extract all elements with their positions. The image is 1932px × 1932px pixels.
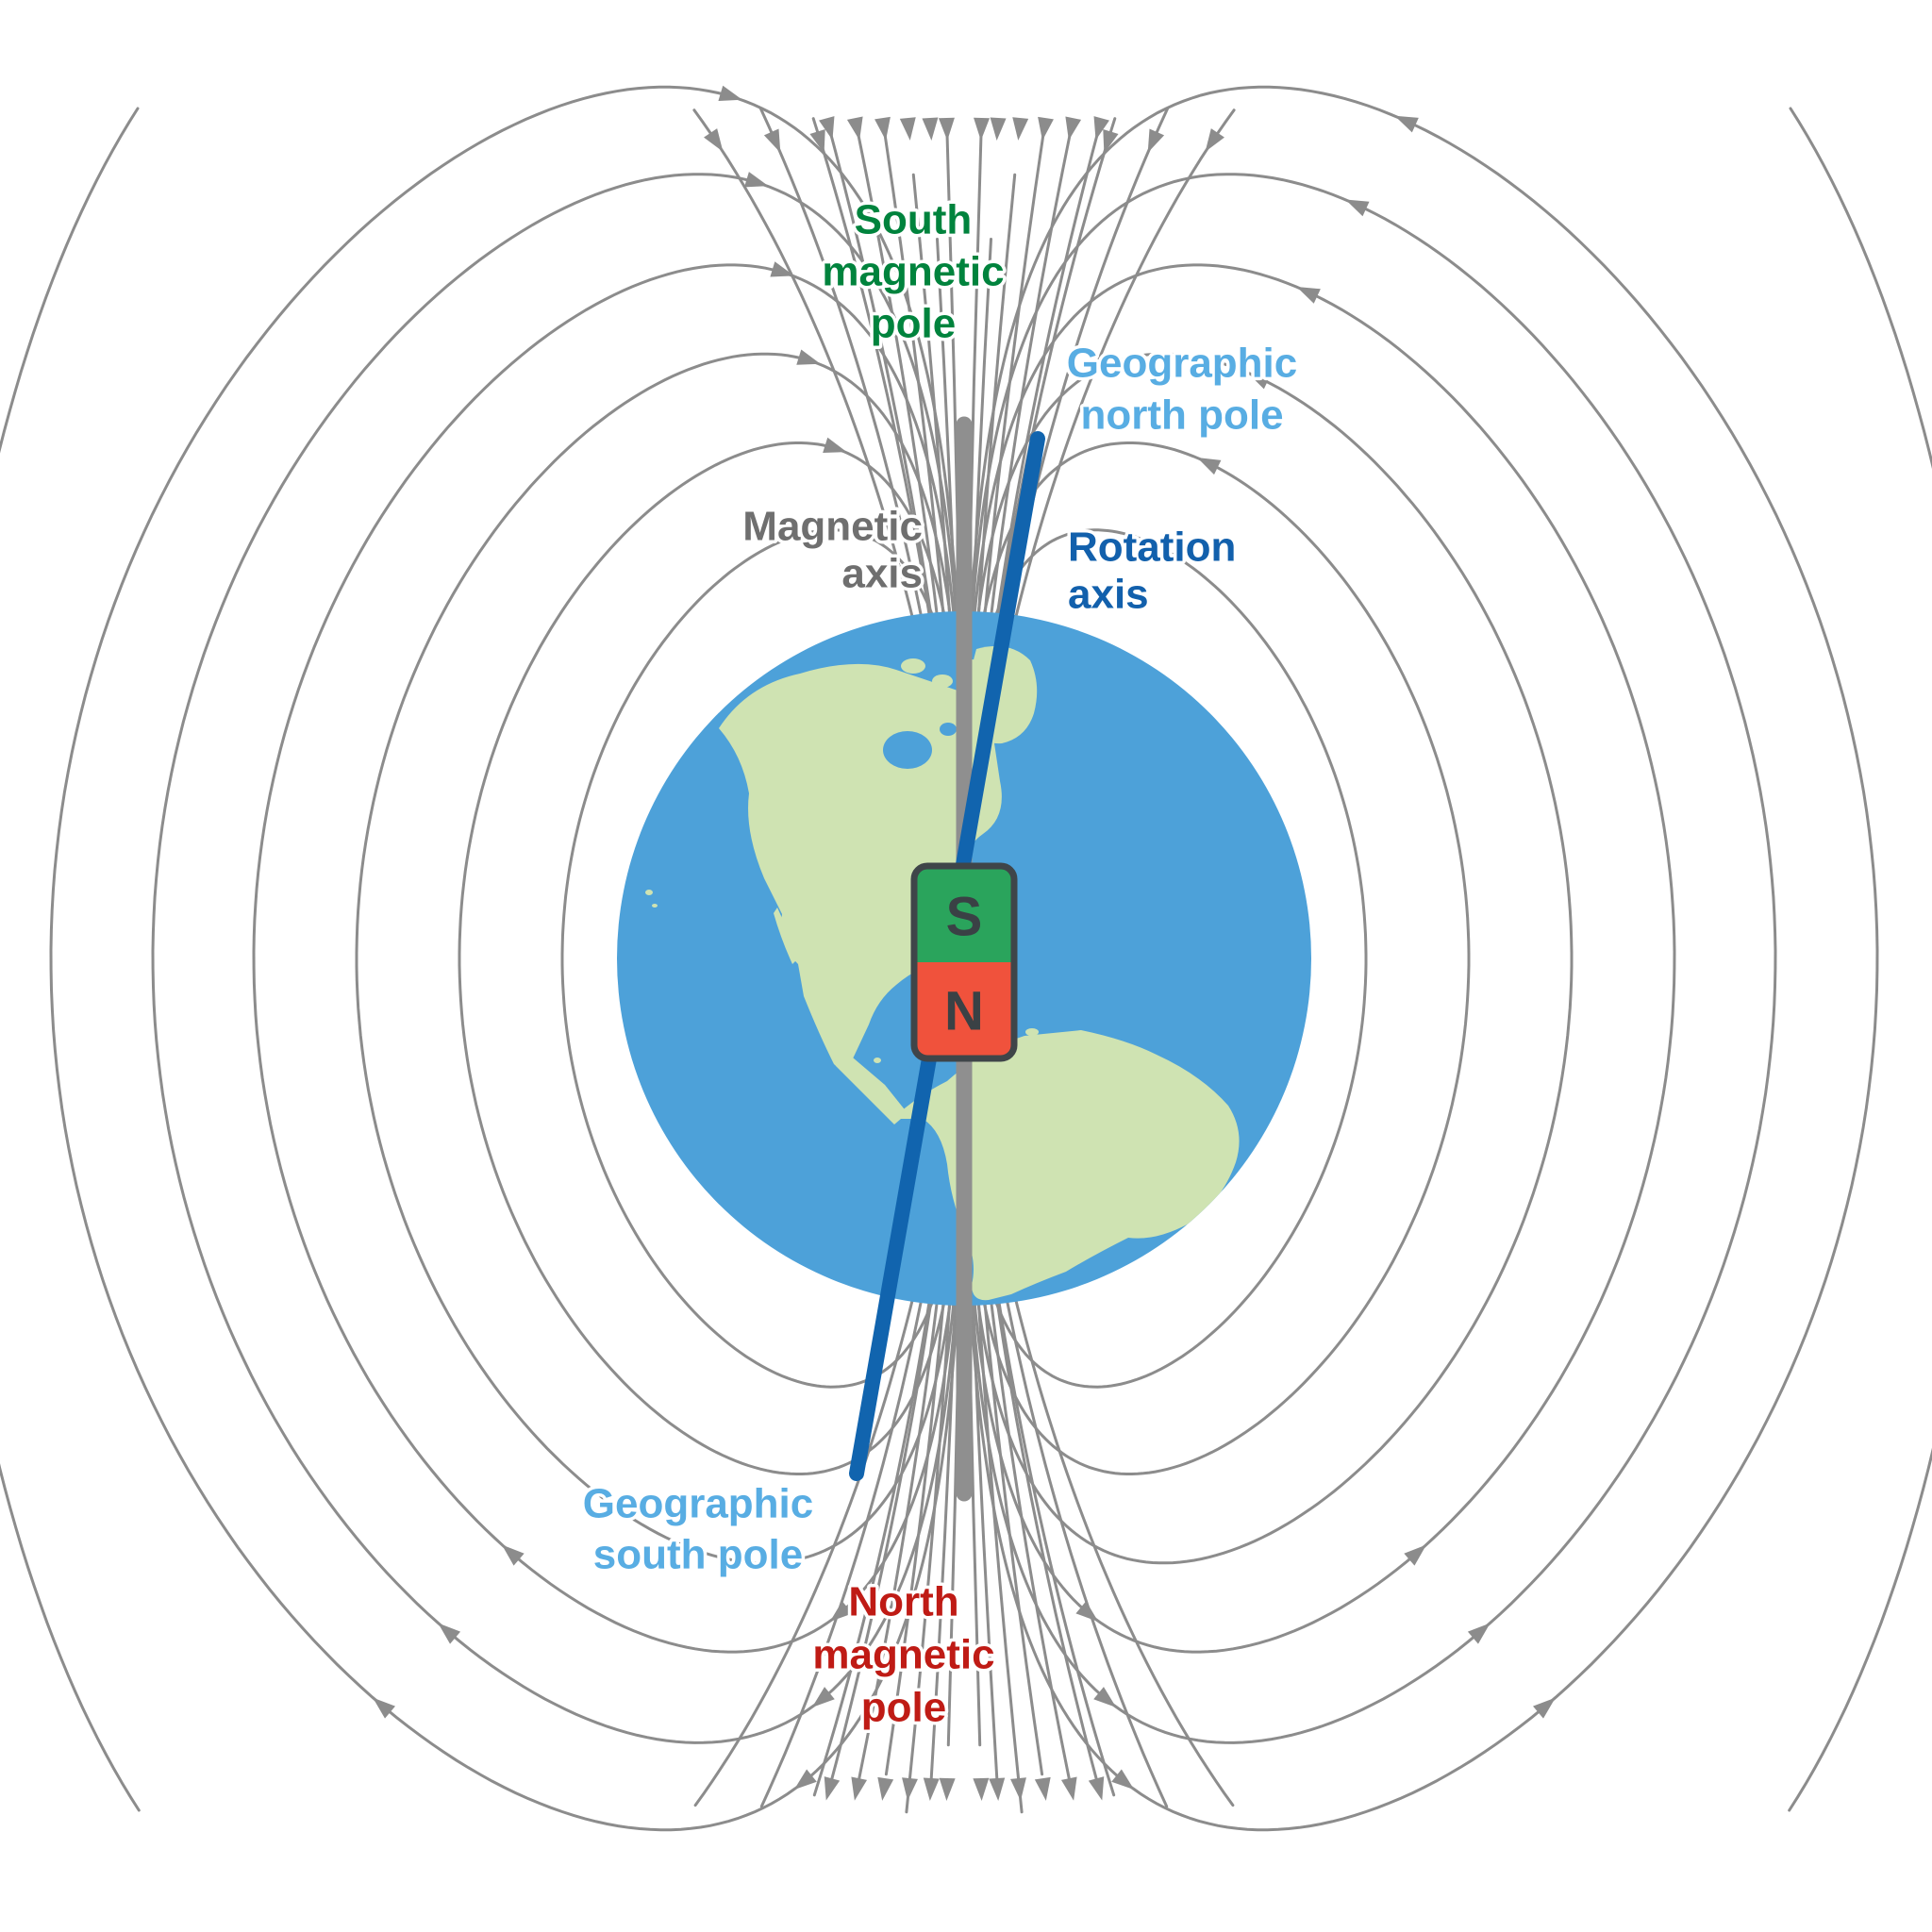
magnet-north-half [917, 962, 1011, 1056]
label-geographic-south-pole: south pole [593, 1532, 803, 1578]
globe-landmasses [645, 645, 1240, 1301]
label-rotation-axis: Rotation [1068, 525, 1236, 571]
magnet-south-half [917, 869, 1011, 962]
label-rotation-axis: axis [1068, 572, 1149, 618]
field-line-arrows [373, 85, 1556, 1801]
magnet-north-letter: N [944, 981, 984, 1042]
label-magnetic-axis: Magnetic [742, 504, 923, 550]
label-south-magnetic-pole: magnetic [822, 249, 1004, 295]
labels: South magnetic pole Geographic north pol… [579, 193, 1301, 1734]
label-south-magnetic-pole: pole [871, 301, 956, 347]
label-south-magnetic-pole: South [855, 197, 973, 243]
magnet-frame [910, 862, 1018, 1062]
label-geographic-north-pole: north pole [1080, 392, 1283, 439]
label-geographic-north-pole: Geographic [1067, 341, 1298, 387]
label-magnetic-axis: axis [841, 551, 923, 597]
label-geographic-south-pole: Geographic [583, 1481, 814, 1527]
label-north-magnetic-pole: magnetic [812, 1632, 994, 1678]
magnet-south-letter: S [946, 887, 983, 948]
label-north-magnetic-pole: North [848, 1579, 958, 1625]
label-north-magnetic-pole: pole [861, 1685, 946, 1731]
bar-magnet: S N [910, 862, 1018, 1062]
